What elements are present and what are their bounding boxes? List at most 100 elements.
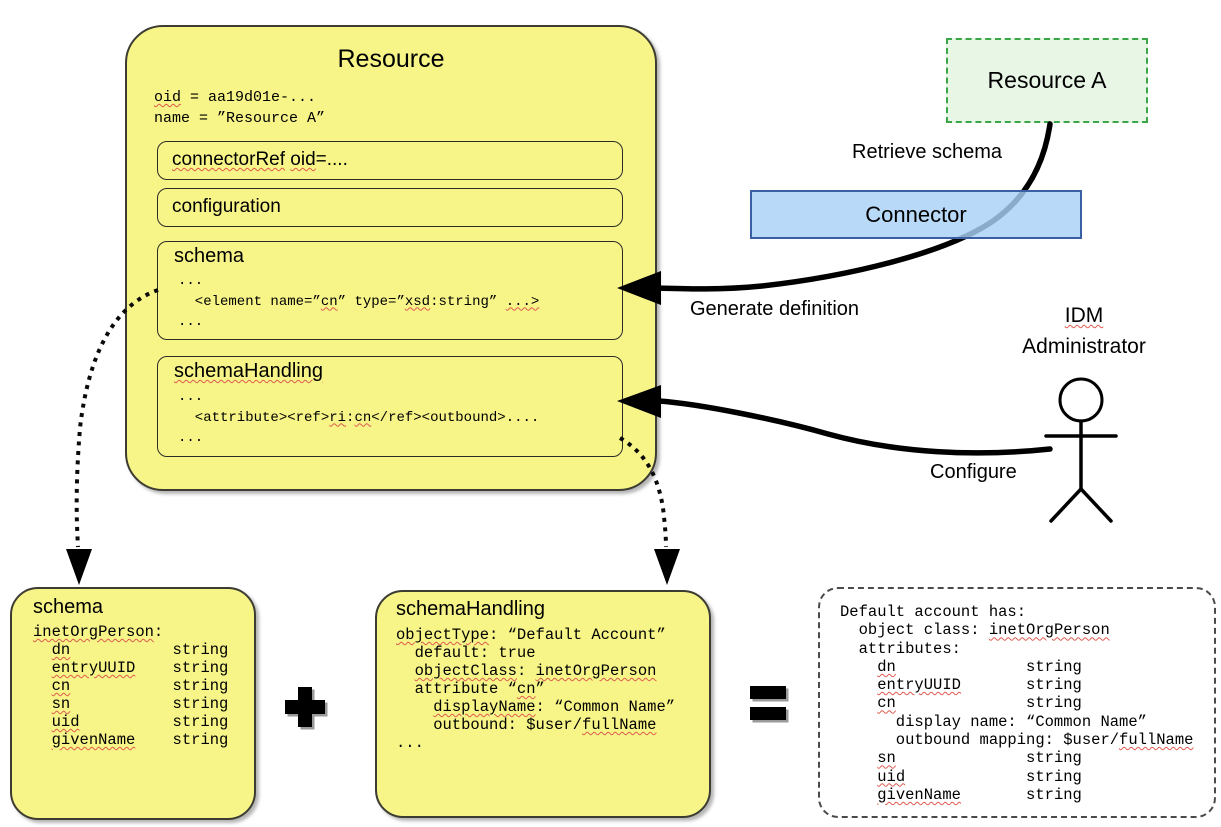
schema-detail-code: inetOrgPerson: dn string entryUUID strin… <box>33 623 228 749</box>
code-line: attributes: <box>840 640 1193 658</box>
schema-detail-box: schema inetOrgPerson: dn string entryUUI… <box>10 587 256 820</box>
text-segment: =.... <box>315 149 348 170</box>
text-segment: : <box>516 662 536 680</box>
text-segment: </ref><outbound>.... <box>371 409 540 426</box>
text-segment <box>396 698 433 716</box>
resource-a-label: Resource A <box>987 67 1107 93</box>
text-segment: <attribute><ref> <box>178 409 330 426</box>
resource-oid-line: oid = aa19d01e-... <box>154 88 316 109</box>
equals-operator <box>750 686 789 723</box>
text-segment: default: true <box>396 644 536 662</box>
text-segment <box>840 676 877 694</box>
code-line: uid string <box>33 713 229 731</box>
text-segment: displayName <box>433 698 536 716</box>
schema-detail-title: schema <box>33 596 104 618</box>
code-line: ... <box>178 312 539 333</box>
text-segment: schemaHandling <box>174 360 323 382</box>
code-line: sn string <box>840 749 1193 767</box>
text-segment <box>840 694 877 712</box>
connector-label: Connector <box>865 202 967 227</box>
text-segment: <element name=” <box>178 293 321 310</box>
schema-handling-section-label: schemaHandling <box>174 360 323 383</box>
code-line: entryUUID string <box>33 659 229 677</box>
code-line: object class: inetOrgPerson <box>840 621 1193 639</box>
text-segment: string <box>135 659 229 677</box>
code-line: <attribute><ref>ri:cn</ref><outbound>...… <box>178 408 540 429</box>
idm-label-line1: IDM <box>984 300 1184 331</box>
text-segment: schema <box>174 245 245 267</box>
text-segment: cn <box>877 694 896 713</box>
text-segment <box>840 768 877 786</box>
schema-handling-section-box: schemaHandling ... <attribute><ref>ri:cn… <box>157 356 623 457</box>
text-segment: string <box>905 767 1082 786</box>
text-segment: :string” <box>430 293 506 310</box>
text-segment <box>33 641 52 659</box>
text-segment: ri <box>329 409 347 426</box>
code-line: display name: “Common Name” <box>840 713 1193 731</box>
text-segment: attributes: <box>840 639 961 658</box>
idm-label-line2: Administrator <box>984 331 1184 362</box>
code-line: default: true <box>396 644 675 662</box>
text-segment: attribute “ <box>396 680 517 698</box>
code-line: givenName string <box>840 786 1193 804</box>
schema-handling-detail-code: objectType: “Default Account” default: t… <box>396 626 675 752</box>
stick-figure-icon <box>1044 377 1118 523</box>
text-segment: dn <box>877 657 896 676</box>
text-segment: inetOrgPerson <box>988 621 1110 640</box>
text-segment: configuration <box>172 196 281 217</box>
text-segment: outbound mapping: $user/ <box>840 731 1120 750</box>
text-segment: dn <box>51 641 71 659</box>
text-segment: inetOrgPerson <box>535 662 657 680</box>
text-segment: object class: <box>840 621 989 640</box>
code-line: uid string <box>840 768 1193 786</box>
text-segment: connectorRef <box>172 149 286 170</box>
text-segment: string <box>70 641 229 659</box>
text-segment: objectClass <box>414 662 517 680</box>
text-segment: givenName <box>877 785 961 804</box>
text-segment: cn <box>320 293 338 310</box>
text-segment: string <box>895 657 1082 676</box>
schema-handling-detail-title: schemaHandling <box>396 598 545 620</box>
code-line: ... <box>178 428 539 449</box>
text-segment: string <box>70 695 229 713</box>
code-line: cn string <box>33 677 229 695</box>
code-line: entryUUID string <box>840 676 1193 694</box>
text-segment: : <box>346 409 355 426</box>
text-segment: IDM <box>1064 304 1104 327</box>
result-box: Default account has: object class: inetO… <box>818 587 1216 818</box>
resource-name-line: name = ”Resource A” <box>154 109 325 130</box>
text-segment: oid <box>290 149 316 170</box>
text-segment: string <box>70 677 229 695</box>
schema-section-box: schema ... <element name=”cn” type=”xsd:… <box>157 241 623 340</box>
schema-handling-dotted-arrowhead-icon <box>654 549 680 585</box>
text-segment: string <box>960 785 1082 804</box>
code-line: cn string <box>840 694 1193 712</box>
connector-ref-label: connectorRef oid=.... <box>172 149 348 171</box>
text-segment: objectType <box>396 626 490 644</box>
code-line: Default account has: <box>840 603 1193 621</box>
configure-curve <box>656 398 1053 456</box>
text-segment: fullName <box>582 716 657 734</box>
text-segment: givenName <box>51 731 136 749</box>
code-line: sn string <box>33 695 229 713</box>
text-segment: name = ”Resource A” <box>154 110 326 127</box>
text-segment: fullName <box>1119 731 1194 750</box>
code-line: givenName string <box>33 731 229 749</box>
text-segment: string <box>79 713 229 731</box>
idm-administrator-label: IDM Administrator <box>984 300 1184 362</box>
code-line: displayName: “Common Name” <box>396 698 675 716</box>
text-segment: ... <box>178 389 204 405</box>
code-line: objectClass: inetOrgPerson <box>396 662 675 680</box>
text-segment <box>396 662 415 680</box>
code-line: outbound mapping: $user/fullName <box>840 731 1194 750</box>
code-line: outbound: $user/fullName <box>396 716 675 734</box>
text-segment <box>840 749 877 767</box>
text-segment: ... <box>178 314 204 330</box>
code-line: objectType: “Default Account” <box>396 626 675 644</box>
schema-handling-detail-box: schemaHandling objectType: “Default Acco… <box>375 590 711 818</box>
text-segment: sn <box>877 749 896 768</box>
text-segment: Administrator <box>1022 335 1146 358</box>
text-segment <box>33 677 52 695</box>
text-segment: uid <box>51 713 80 731</box>
